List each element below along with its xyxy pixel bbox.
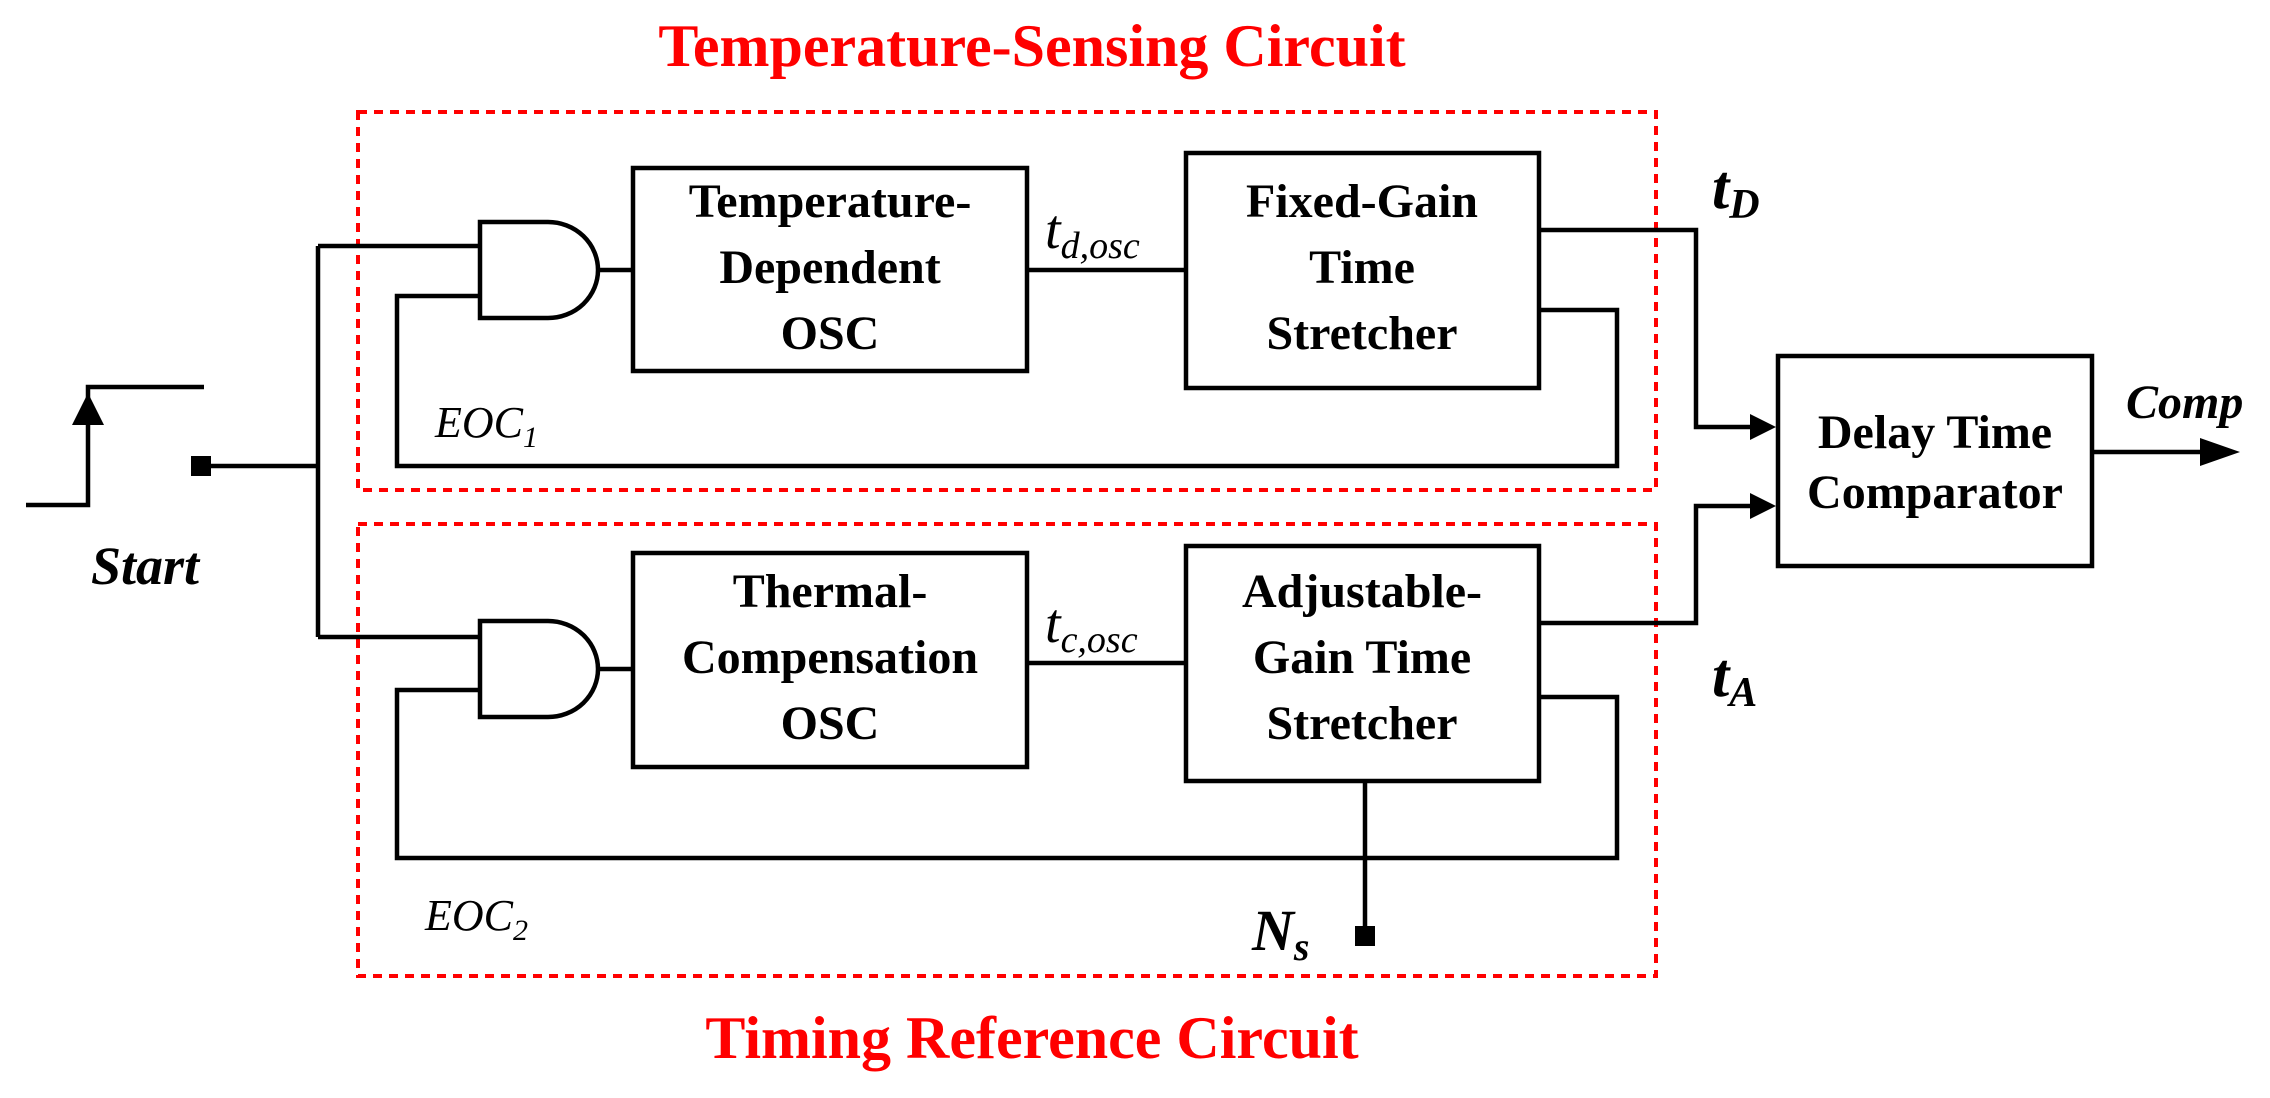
eoc2-label: EOC2 — [424, 891, 528, 947]
td-osc-label: td,osc — [1045, 199, 1140, 267]
start-terminal — [191, 456, 211, 476]
comparator-line-1: Delay Time — [1818, 406, 2052, 459]
comparator-line-2: Comparator — [1807, 466, 2063, 519]
start-label: Start — [91, 536, 201, 596]
adj-stretcher-line-2: Gain Time — [1253, 631, 1471, 684]
temp-osc-line-1: Temperature- — [689, 175, 972, 228]
ns-terminal — [1355, 926, 1375, 946]
fixed-stretcher-line-1: Fixed-Gain — [1246, 175, 1478, 228]
and-gate-2 — [477, 618, 601, 720]
adj-stretcher-line-3: Stretcher — [1266, 697, 1457, 750]
tD-wire — [1539, 227, 1771, 432]
delay-time-comparator-block — [1775, 353, 2095, 569]
tA-label: tA — [1712, 642, 1757, 716]
start-step-icon — [26, 384, 204, 508]
fixed-stretcher-line-2: Time — [1309, 241, 1415, 294]
and-gate-1 — [477, 219, 601, 321]
tc-osc-label: tc,osc — [1045, 593, 1138, 661]
comp-arrow-icon — [2200, 438, 2240, 466]
fixed-gain-time-stretcher-block — [1183, 150, 1542, 391]
thermal-osc-line-1: Thermal- — [733, 565, 928, 618]
thermal-osc-line-3: OSC — [781, 697, 880, 750]
tA-wire — [1539, 501, 1771, 626]
adjustable-gain-time-stretcher-block — [1183, 543, 1542, 784]
thermal-osc-line-2: Compensation — [682, 631, 978, 684]
eoc2-feedback-wire — [394, 687, 1620, 861]
temp-osc-line-2: Dependent — [719, 241, 940, 294]
tD-label: tD — [1712, 154, 1760, 228]
start-bus-wires — [211, 243, 480, 640]
thermal-compensation-osc-block — [630, 550, 1030, 770]
eoc1-label: EOC1 — [434, 398, 538, 454]
ns-label: Ns — [1251, 898, 1309, 969]
eoc1-feedback-wire — [394, 293, 1620, 469]
fixed-stretcher-line-3: Stretcher — [1266, 307, 1457, 360]
adj-stretcher-line-1: Adjustable- — [1242, 565, 1482, 618]
comp-label: Comp — [2126, 376, 2243, 429]
timing-reference-group — [356, 522, 1658, 978]
title-temperature-sensing: Temperature-Sensing Circuit — [658, 13, 1405, 79]
temp-osc-line-3: OSC — [781, 307, 880, 360]
temperature-dependent-osc-block — [630, 165, 1030, 374]
title-timing-reference: Timing Reference Circuit — [705, 1005, 1358, 1071]
temperature-sensing-group — [356, 110, 1658, 492]
